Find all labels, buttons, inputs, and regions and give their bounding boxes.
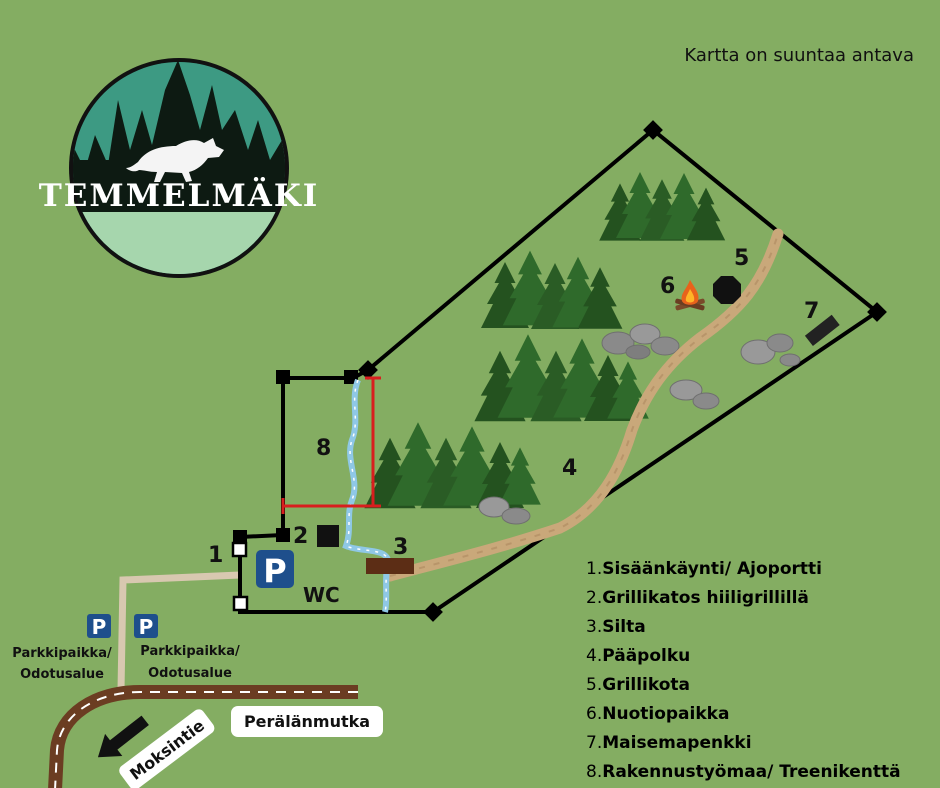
wolf-icon [126,138,224,182]
road-label-peralanmutka: Perälänmutka [231,706,383,737]
label-main-path: 4 [562,456,577,481]
svg-text:Odotusalue: Odotusalue [20,667,104,682]
legend-item: 4.Pääpolku [586,646,691,666]
parking-sign-right: P [134,614,158,639]
road-network [48,571,358,788]
logo-name: TEMMELMÄKI [39,176,320,214]
parking-sign-left: P [87,614,111,639]
legend: 1.Sisäänkäynti/ Ajoportti 2.Grillikatos … [586,556,901,788]
label-entrance: 1 [208,543,223,568]
parking-area-label-left: Parkkipaikka/ Odotusalue [12,646,112,682]
label-grill-shelter: 2 [293,524,308,549]
construction-boundary [281,376,381,514]
legend-item: 8.Rakennustyömaa/ Treenikenttä [586,762,901,782]
orientation-note: Kartta on suuntaa antava [684,45,914,66]
legend-item: 3.Silta [586,617,646,637]
label-grill-hut: 5 [734,246,749,271]
temmelmaki-logo: TEMMELMÄKI [39,58,320,278]
legend-item: 5.Grillikota [586,675,691,695]
svg-text:Odotusalue: Odotusalue [148,666,232,681]
label-campfire: 6 [660,274,675,299]
map-number-labels: 1 2 3 4 5 6 7 8 [208,246,819,568]
campfire-icon [675,280,705,311]
road-centerline [54,691,358,788]
legend-item: 1.Sisäänkäynti/ Ajoportti [586,559,822,579]
rocks [478,323,801,525]
bridge [366,558,414,574]
parking-symbol: P [263,552,286,590]
legend-item: 7.Maisemapenkki [586,733,752,753]
label-bridge: 3 [393,535,408,560]
direction-arrow-icon [97,715,149,758]
access-road [117,571,241,691]
parking-area-label-right: Parkkipaikka/ Odotusalue [140,644,240,681]
entrance-gate [231,541,249,612]
bench-marker [804,314,840,346]
svg-text:P: P [92,615,107,639]
wc-label: WC [303,583,340,607]
grill-hut-marker [713,276,741,304]
parking-sign-main: P [256,550,294,590]
svg-text:Perälänmutka: Perälänmutka [244,712,370,731]
svg-text:Parkkipaikka/: Parkkipaikka/ [12,646,112,661]
svg-text:Parkkipaikka/: Parkkipaikka/ [140,644,240,659]
label-construction-site: 8 [316,436,331,461]
legend-item: 6.Nuotiopaikka [586,704,730,724]
label-bench: 7 [804,299,819,324]
svg-text:P: P [139,615,154,639]
legend-item: 2.Grillikatos hiiligrillillä [586,588,809,608]
grill-shelter-marker [317,525,339,547]
